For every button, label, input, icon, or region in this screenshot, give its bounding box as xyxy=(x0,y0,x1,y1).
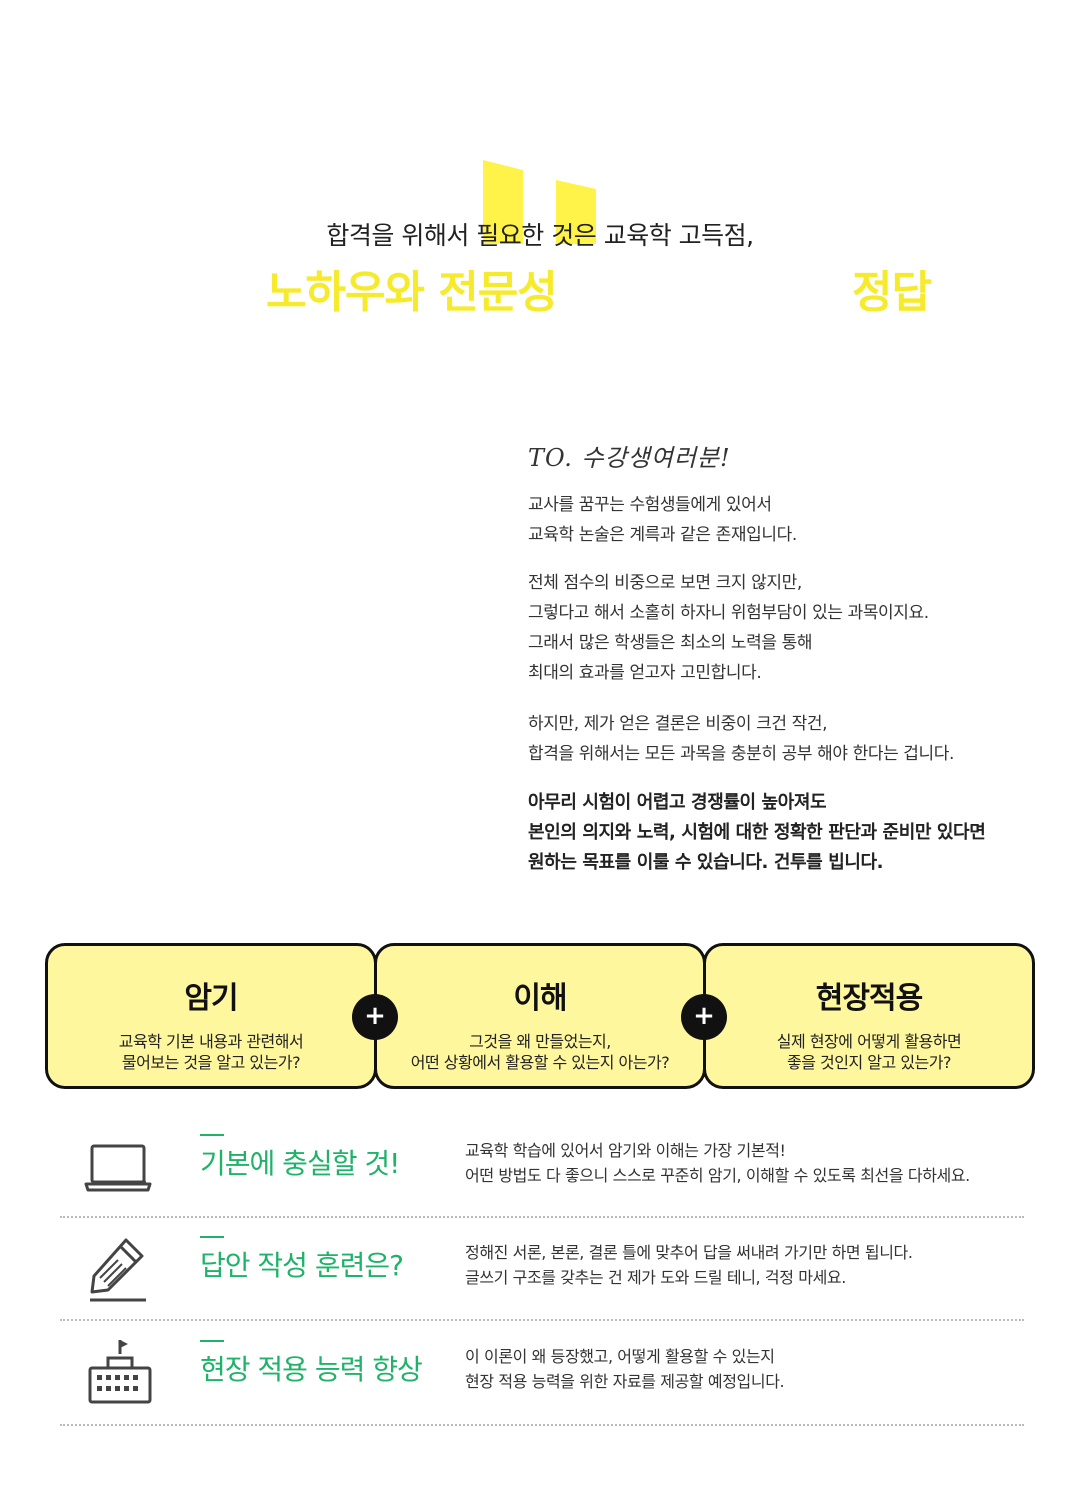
tip-row-field-application: 현장 적용 능력 향상 이 이론이 왜 등장했고, 어떻게 활용할 수 있는지 … xyxy=(60,1326,1024,1426)
tip-desc-line: 어떤 방법도 다 좋으니 스스로 꾸준히 암기, 이해할 수 있도록 최선을 다… xyxy=(465,1166,970,1185)
dotted-divider xyxy=(60,1216,1024,1218)
concept-title: 이해 xyxy=(513,981,567,1016)
concept-card-memorize: 암기 교육학 기본 내용과 관련해서 물어보는 것을 알고 있는가? xyxy=(45,943,377,1089)
laptop-icon xyxy=(84,1144,152,1192)
letter-line: 아무리 시험이 어렵고 경쟁률이 높아져도 xyxy=(528,792,827,813)
concept-desc-line: 교육학 기본 내용과 관련해서 xyxy=(118,1032,304,1051)
concept-title: 암기 xyxy=(184,981,238,1016)
concept-desc-line: 그것을 왜 만들었는지, xyxy=(469,1032,611,1051)
letter-line: 본인의 의지와 노력, 시험에 대한 정확한 판단과 준비만 있다면 xyxy=(528,822,986,843)
tip-title: 답안 작성 훈련은? xyxy=(200,1236,404,1284)
concept-desc-line: 물어보는 것을 알고 있는가? xyxy=(121,1053,301,1072)
tip-row-basics: 기본에 충실할 것! 교육학 학습에 있어서 암기와 이해는 가장 기본적! 어… xyxy=(60,1120,1024,1220)
concept-card-apply: 현장적용 실제 현장에 어떻게 활용하면 좋을 것인지 알고 있는가? xyxy=(703,943,1035,1089)
quote-mark-left-icon xyxy=(483,160,523,244)
tip-title: 현장 적용 능력 향상 xyxy=(200,1340,423,1388)
concept-desc: 교육학 기본 내용과 관련해서 물어보는 것을 알고 있는가? xyxy=(48,1031,374,1073)
letter-line: 그렇다고 해서 소홀히 하자니 위험부담이 있는 과목이지요. xyxy=(528,603,929,623)
letter-line: 교사를 꿈꾸는 수험생들에게 있어서 xyxy=(528,495,772,515)
tip-title-accent-bar xyxy=(200,1134,224,1136)
headline: 합격을 위해서 필요한 것은 교육학 고득점, xyxy=(326,221,754,250)
highlight-answer: 정답 xyxy=(852,267,932,318)
tip-desc-line: 정해진 서론, 본론, 결론 틀에 맞추어 답을 써내려 가기만 하면 됩니다. xyxy=(465,1243,913,1262)
tip-desc-line: 이 이론이 왜 등장했고, 어떻게 활용할 수 있는지 xyxy=(465,1347,775,1366)
tip-desc: 정해진 서론, 본론, 결론 틀에 맞추어 답을 써내려 가기만 하면 됩니다.… xyxy=(465,1240,913,1290)
tip-desc-line: 글쓰기 구조를 갖추는 건 제가 도와 드릴 테니, 걱정 마세요. xyxy=(465,1268,846,1287)
plus-icon: + xyxy=(352,994,398,1040)
letter-line: 최대의 효과를 얻고자 고민합니다. xyxy=(528,663,762,683)
pencil-icon xyxy=(90,1238,146,1302)
tip-desc: 이 이론이 왜 등장했고, 어떻게 활용할 수 있는지 현장 적용 능력을 위한… xyxy=(465,1344,785,1394)
concept-title: 현장적용 xyxy=(815,981,923,1016)
dotted-divider xyxy=(60,1319,1024,1321)
concept-desc-line: 어떤 상황에서 활용할 수 있는지 아는가? xyxy=(410,1053,670,1072)
school-building-icon xyxy=(88,1340,152,1404)
letter-line: 원하는 목표를 이룰 수 있습니다. 건투를 빕니다. xyxy=(528,852,884,873)
plus-icon: + xyxy=(681,994,727,1040)
highlight-know-how: 노하우와 전문성 xyxy=(266,267,558,318)
tip-title: 기본에 충실할 것! xyxy=(200,1134,400,1182)
concept-card-understand: 이해 그것을 왜 만들었는지, 어떤 상황에서 활용할 수 있는지 아는가? xyxy=(374,943,706,1089)
tip-desc-line: 현장 적용 능력을 위한 자료를 제공할 예정입니다. xyxy=(465,1372,785,1391)
letter-line: 교육학 논술은 계륵과 같은 존재입니다. xyxy=(528,525,797,545)
tip-title-accent-bar xyxy=(200,1340,224,1342)
letter-line: 전체 점수의 비중으로 보면 크지 않지만, xyxy=(528,573,802,593)
concept-desc-line: 좋을 것인지 알고 있는가? xyxy=(787,1053,951,1072)
tip-desc: 교육학 학습에 있어서 암기와 이해는 가장 기본적! 어떤 방법도 다 좋으니… xyxy=(465,1138,970,1188)
letter-paragraph: 전체 점수의 비중으로 보면 크지 않지만, 그렇다고 해서 소홀히 하자니 위… xyxy=(528,568,929,688)
letter-paragraph: 하지만, 제가 얻은 결론은 비중이 크건 작건, 합격을 위해서는 모든 과목… xyxy=(528,709,954,769)
dotted-divider xyxy=(60,1424,1024,1426)
concept-desc-line: 실제 현장에 어떻게 활용하면 xyxy=(776,1032,962,1051)
letter-closing-paragraph: 아무리 시험이 어렵고 경쟁률이 높아져도 본인의 의지와 노력, 시험에 대한… xyxy=(528,788,986,878)
letter-line: 합격을 위해서는 모든 과목을 충분히 공부 해야 한다는 겁니다. xyxy=(528,744,955,764)
letter-line: 하지만, 제가 얻은 결론은 비중이 크건 작건, xyxy=(528,714,828,734)
letter-paragraph: 교사를 꿈꾸는 수험생들에게 있어서 교육학 논술은 계륵과 같은 존재입니다. xyxy=(528,490,797,550)
tip-row-answer-writing: 답안 작성 훈련은? 정해진 서론, 본론, 결론 틀에 맞추어 답을 써내려 … xyxy=(60,1222,1024,1322)
letter-greeting: TO. 수강생여러분! xyxy=(528,444,731,472)
concept-desc: 그것을 왜 만들었는지, 어떤 상황에서 활용할 수 있는지 아는가? xyxy=(377,1031,703,1073)
quote-mark-right-icon xyxy=(556,180,596,244)
tip-desc-line: 교육학 학습에 있어서 암기와 이해는 가장 기본적! xyxy=(465,1141,786,1160)
concept-desc: 실제 현장에 어떻게 활용하면 좋을 것인지 알고 있는가? xyxy=(706,1031,1032,1073)
tip-title-accent-bar xyxy=(200,1236,224,1238)
letter-line: 그래서 많은 학생들은 최소의 노력을 통해 xyxy=(528,633,813,653)
